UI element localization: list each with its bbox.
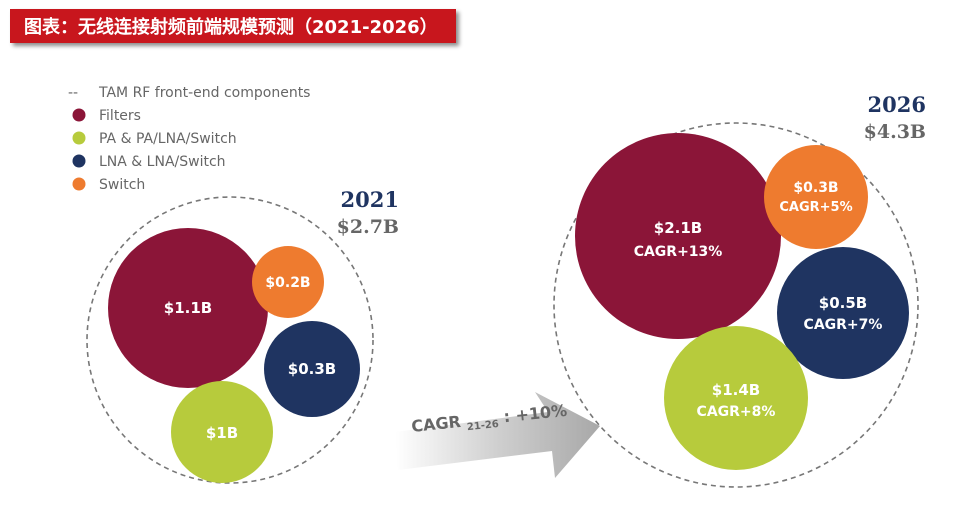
bubble-cagr-2026-pa: CAGR+8%: [697, 404, 776, 420]
legend-label-filters: Filters: [99, 108, 141, 124]
bubble-2021-switch: [252, 246, 324, 318]
legend-dash-symbol: --: [68, 85, 78, 101]
total-label-2021: $2.7B: [337, 216, 399, 238]
tam-outline-2021: [86, 196, 374, 484]
bubble-2021-lna: [264, 321, 360, 417]
year-label-2026: 2026: [868, 92, 926, 117]
growth-arrow: CAGR 21-26 : +10%: [395, 392, 600, 478]
bubble-label-2021-switch: $0.2B: [265, 275, 310, 291]
bubble-group-2021: 2021 $2.7B $1.1B $0.2B $0.3B $1B: [86, 187, 399, 484]
bubble-cagr-2026-switch: CAGR+5%: [779, 200, 852, 215]
legend-label-lna: LNA & LNA/Switch: [99, 154, 226, 170]
legend: -- TAM RF front-end components Filters P…: [68, 85, 310, 193]
growth-arrow-shape: [395, 392, 600, 478]
bubble-2021-pa: [171, 381, 273, 483]
legend-swatch-switch: [72, 177, 86, 191]
legend-label-tam: TAM RF front-end components: [98, 85, 310, 101]
bubble-label-2026-switch: $0.3B: [793, 180, 838, 196]
bubble-label-2021-pa: $1B: [206, 424, 238, 442]
bubble-label-2026-lna: $0.5B: [819, 294, 867, 312]
total-label-2026: $4.3B: [864, 121, 926, 143]
bubble-group-2026: 2026 $4.3B $2.1B CAGR+13% $0.3B CAGR+5% …: [553, 92, 926, 488]
legend-label-switch: Switch: [99, 177, 145, 193]
growth-cagr-subscript: 21-26: [466, 419, 499, 433]
bubble-cagr-2026-lna: CAGR+7%: [804, 317, 883, 333]
bubble-2026-filters: [575, 133, 781, 339]
legend-swatch-pa: [72, 131, 86, 145]
bubble-label-2021-filters: $1.1B: [164, 299, 212, 317]
legend-label-pa: PA & PA/LNA/Switch: [99, 131, 237, 147]
bubble-2026-lna: [777, 247, 909, 379]
bubble-2026-pa: [664, 326, 808, 470]
legend-swatch-filters: [72, 108, 86, 122]
bubble-label-2026-filters: $2.1B: [654, 219, 702, 237]
bubble-cagr-2026-filters: CAGR+13%: [634, 244, 723, 260]
page-title: 图表：无线连接射频前端规模预测（2021-2026）: [10, 9, 456, 43]
bubble-label-2026-pa: $1.4B: [712, 381, 760, 399]
bubble-label-2021-lna: $0.3B: [288, 360, 336, 378]
legend-swatch-lna: [72, 154, 86, 168]
tam-outline-2026: [553, 122, 919, 488]
bubble-2026-switch: [764, 145, 868, 249]
year-label-2021: 2021: [341, 187, 399, 212]
bubble-2021-filters: [108, 228, 268, 388]
